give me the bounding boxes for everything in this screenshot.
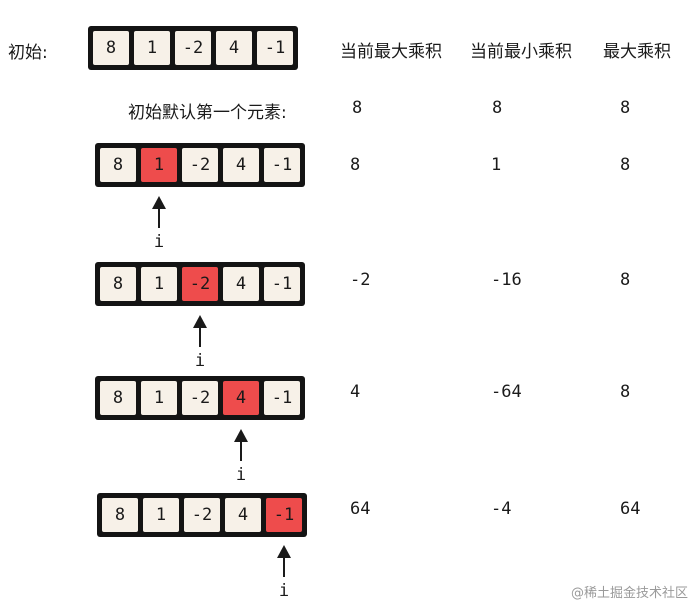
up-arrow-icon: [152, 196, 166, 228]
step-4-current-min: -4: [491, 499, 512, 519]
up-arrow-icon: [277, 545, 291, 577]
step-1-pointer: i: [151, 194, 167, 252]
array-cell: -1: [264, 267, 300, 301]
step-3-current-max: 4: [350, 382, 361, 402]
column-header-current-max: 当前最大乘积: [340, 42, 442, 62]
array-cell: -2: [182, 381, 218, 415]
step-1-max-product: 8: [620, 155, 631, 175]
array-cell: 8: [93, 31, 129, 65]
array-cell: -2: [175, 31, 211, 65]
step-2-pointer: i: [192, 313, 208, 371]
array-cell-current: 4: [223, 381, 259, 415]
up-arrow-icon: [234, 429, 248, 461]
array-cell: 4: [223, 267, 259, 301]
array-cell: -2: [184, 498, 220, 532]
array-cell: 8: [100, 148, 136, 182]
step-2-array: 8 1 -2 4 -1: [95, 262, 305, 306]
pointer-label: i: [278, 581, 290, 601]
array-cell: -2: [182, 148, 218, 182]
array-cell-current: -1: [266, 498, 302, 532]
column-header-current-min: 当前最小乘积: [470, 42, 572, 62]
array-cell: 1: [141, 381, 177, 415]
up-arrow-icon: [193, 315, 207, 347]
step-4-max-product: 64: [620, 499, 641, 519]
pointer-label: i: [153, 232, 165, 252]
array-cell: 4: [216, 31, 252, 65]
step-1-current-min: 1: [491, 155, 502, 175]
step-3-current-min: -64: [491, 382, 522, 402]
array-cell: -1: [257, 31, 293, 65]
array-cell: 1: [141, 267, 177, 301]
array-cell: 1: [143, 498, 179, 532]
step-3-pointer: i: [233, 427, 249, 485]
array-cell: 8: [100, 381, 136, 415]
step-2-current-min: -16: [491, 270, 522, 290]
array-cell: 8: [102, 498, 138, 532]
array-cell: 4: [223, 148, 259, 182]
initial-array: 8 1 -2 4 -1: [88, 26, 298, 70]
pointer-label: i: [235, 465, 247, 485]
pointer-label: i: [194, 351, 206, 371]
step-4-array: 8 1 -2 4 -1: [97, 493, 307, 537]
watermark: @稀土掘金技术社区: [570, 586, 688, 601]
step-2-max-product: 8: [620, 270, 631, 290]
step-3-max-product: 8: [620, 382, 631, 402]
step-3-array: 8 1 -2 4 -1: [95, 376, 305, 420]
array-cell: 1: [134, 31, 170, 65]
init-default-label: 初始默认第一个元素:: [128, 103, 287, 123]
step-2-current-max: -2: [350, 270, 371, 290]
step-1-current-max: 8: [350, 155, 361, 175]
array-cell: -1: [264, 381, 300, 415]
init-current-min: 8: [492, 98, 503, 118]
step-4-pointer: i: [276, 543, 292, 601]
array-cell-current: -2: [182, 267, 218, 301]
array-cell: 8: [100, 267, 136, 301]
array-cell-current: 1: [141, 148, 177, 182]
column-header-max-product: 最大乘积: [603, 42, 671, 62]
array-cell: 4: [225, 498, 261, 532]
init-current-max: 8: [352, 98, 363, 118]
array-cell: -1: [264, 148, 300, 182]
initial-label: 初始:: [8, 43, 48, 63]
init-max-product: 8: [620, 98, 631, 118]
step-4-current-max: 64: [350, 499, 371, 519]
step-1-array: 8 1 -2 4 -1: [95, 143, 305, 187]
